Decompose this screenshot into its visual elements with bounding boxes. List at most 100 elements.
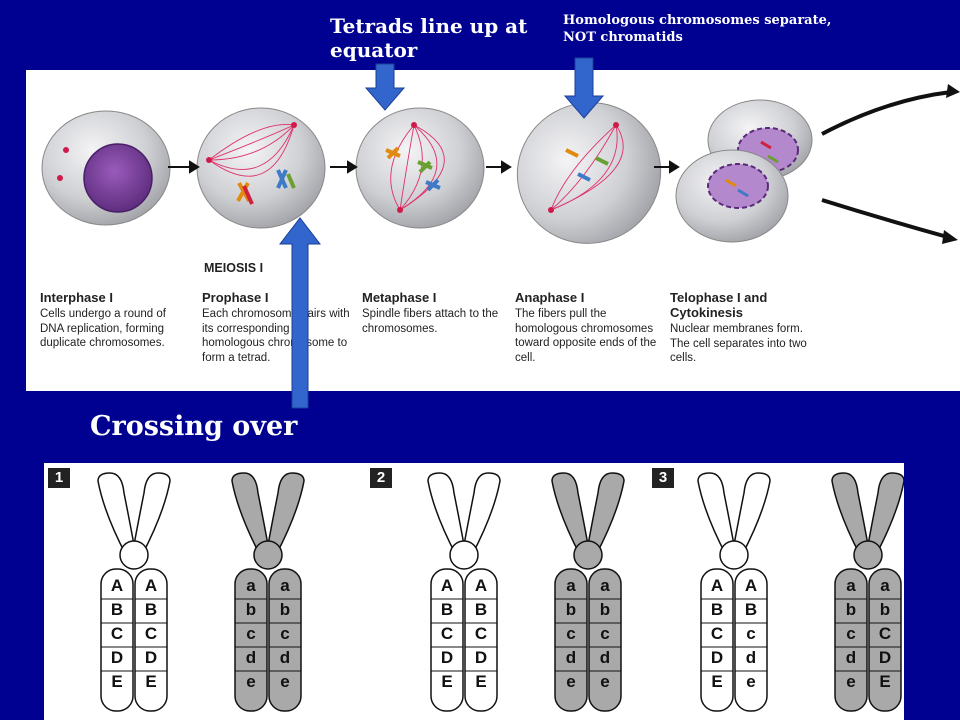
- allele-label: A: [711, 576, 723, 595]
- allele-label: B: [111, 600, 123, 619]
- tetrads-arrow-icon: [364, 63, 406, 111]
- stage-description: Nuclear membranes form. The cell separat…: [670, 323, 807, 364]
- allele-label: b: [246, 600, 256, 619]
- allele-label: d: [600, 648, 610, 667]
- crossing-over-arrow-icon: [278, 217, 322, 409]
- allele-label: c: [280, 624, 289, 643]
- stage-description: Spindle fibers attach to the chromosomes…: [362, 308, 499, 335]
- allele-label: a: [566, 576, 576, 595]
- allele-label: A: [475, 576, 487, 595]
- allele-label: e: [280, 672, 289, 691]
- allele-label: C: [441, 624, 453, 643]
- allele-label: E: [711, 672, 722, 691]
- allele-label: B: [441, 600, 453, 619]
- allele-label: E: [111, 672, 122, 691]
- stage-anaphase: Anaphase I The fibers pull the homologou…: [515, 290, 665, 365]
- cell-anaphase: [516, 102, 662, 244]
- allele-label: a: [846, 576, 856, 595]
- allele-label: d: [746, 648, 756, 667]
- allele-label: e: [246, 672, 255, 691]
- allele-label: d: [246, 648, 256, 667]
- allele-label: B: [745, 600, 757, 619]
- allele-label: e: [600, 672, 609, 691]
- allele-label: E: [879, 672, 890, 691]
- allele-label: C: [111, 624, 123, 643]
- allele-label: D: [879, 648, 891, 667]
- allele-label: e: [566, 672, 575, 691]
- allele-label: B: [711, 600, 723, 619]
- annotation-tetrads: Tetrads line up at equator: [330, 14, 528, 62]
- homologous-arrow-icon: [563, 57, 605, 119]
- allele-label: b: [280, 600, 290, 619]
- stage-title: Interphase I: [40, 290, 113, 305]
- allele-label: c: [746, 624, 755, 643]
- allele-label: c: [600, 624, 609, 643]
- cell-prophase: [196, 107, 326, 229]
- allele-label: b: [600, 600, 610, 619]
- crossing-over-illustration: ABCDEABCDEabcdeabcdeABCDEABCDEabcdeabcde…: [97, 472, 904, 712]
- allele-label: A: [745, 576, 757, 595]
- allele-label: B: [145, 600, 157, 619]
- allele-label: D: [475, 648, 487, 667]
- stage-title: Telophase I and Cytokinesis: [670, 290, 768, 320]
- allele-label: e: [846, 672, 855, 691]
- annotation-homologous-separate: Homologous chromosomes separate, NOT chr…: [563, 13, 832, 45]
- allele-label: B: [475, 600, 487, 619]
- allele-label: a: [280, 576, 290, 595]
- stage-title: Anaphase I: [515, 290, 585, 305]
- allele-label: c: [566, 624, 575, 643]
- stage-description: Cells undergo a round of DNA replication…: [40, 308, 166, 349]
- stage-telophase: Telophase I and Cytokinesis Nuclear memb…: [670, 290, 810, 366]
- allele-label: b: [880, 600, 890, 619]
- panel-number-1: 1: [48, 468, 70, 488]
- allele-label: a: [880, 576, 890, 595]
- cell-metaphase: [355, 107, 485, 229]
- stage-description: Each chromosome pairs with its correspon…: [202, 308, 350, 364]
- meiosis-illustration: [41, 84, 960, 244]
- allele-label: C: [145, 624, 157, 643]
- allele-label: d: [566, 648, 576, 667]
- division-arrows: [821, 90, 952, 240]
- allele-label: E: [441, 672, 452, 691]
- allele-label: c: [846, 624, 855, 643]
- stage-metaphase: Metaphase I Spindle fibers attach to the…: [362, 290, 512, 336]
- allele-label: E: [475, 672, 486, 691]
- allele-label: D: [441, 648, 453, 667]
- allele-label: b: [846, 600, 856, 619]
- stage-title: Prophase I: [202, 290, 269, 305]
- allele-label: C: [475, 624, 487, 643]
- stage-title: Metaphase I: [362, 290, 437, 305]
- allele-label: A: [441, 576, 453, 595]
- allele-label: D: [145, 648, 157, 667]
- meiosis-panel: MEIOSIS I Interphase I Cells undergo a r…: [26, 70, 960, 391]
- panel-number-3: 3: [652, 468, 674, 488]
- allele-label: D: [111, 648, 123, 667]
- allele-label: E: [145, 672, 156, 691]
- allele-label: C: [879, 624, 891, 643]
- stage-arrows: [168, 160, 680, 174]
- allele-label: A: [145, 576, 157, 595]
- allele-label: a: [600, 576, 610, 595]
- allele-label: c: [246, 624, 255, 643]
- allele-label: e: [746, 672, 755, 691]
- stage-description: The fibers pull the homologous chromosom…: [515, 308, 657, 364]
- allele-label: d: [280, 648, 290, 667]
- allele-label: C: [711, 624, 723, 643]
- panel-number-2: 2: [370, 468, 392, 488]
- cell-telophase: [675, 99, 813, 243]
- stage-prophase: Prophase I Each chromosome pairs with it…: [202, 290, 352, 365]
- annotation-crossing-over: Crossing over: [90, 411, 298, 442]
- allele-label: b: [566, 600, 576, 619]
- allele-label: A: [111, 576, 123, 595]
- allele-label: d: [846, 648, 856, 667]
- allele-label: a: [246, 576, 256, 595]
- meiosis-label: MEIOSIS I: [204, 261, 264, 275]
